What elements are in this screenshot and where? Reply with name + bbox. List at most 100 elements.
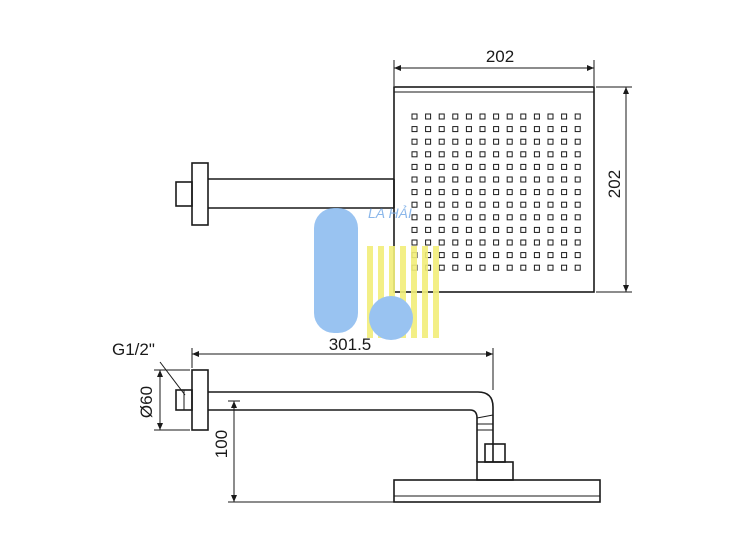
nozzle — [452, 151, 459, 158]
nozzle — [465, 264, 472, 271]
nozzle — [574, 151, 581, 158]
nozzle — [479, 214, 486, 221]
nozzle — [506, 126, 513, 133]
nozzle — [520, 226, 527, 233]
nozzle — [411, 239, 418, 246]
nozzle — [425, 151, 432, 158]
top-view: 202 202 — [175, 47, 632, 293]
nozzle — [506, 176, 513, 183]
nozzle — [425, 201, 432, 208]
nozzle — [520, 264, 527, 271]
nozzle — [479, 113, 486, 120]
nozzle — [411, 201, 418, 208]
nozzle — [561, 189, 568, 196]
watermark-logo: LA HẢI — [314, 204, 439, 340]
nozzle — [533, 138, 540, 145]
nozzle — [520, 113, 527, 120]
nozzle — [465, 163, 472, 170]
nozzle — [506, 214, 513, 221]
nozzle — [438, 126, 445, 133]
nozzle — [533, 113, 540, 120]
nozzle — [479, 226, 486, 233]
nozzle — [574, 176, 581, 183]
nozzle — [493, 226, 500, 233]
nozzle — [465, 138, 472, 145]
nozzle — [438, 163, 445, 170]
nozzle — [533, 126, 540, 133]
nozzle — [479, 126, 486, 133]
nozzle-grid — [411, 113, 581, 271]
nozzle — [547, 189, 554, 196]
nozzle — [438, 264, 445, 271]
nozzle — [533, 201, 540, 208]
nozzle — [425, 126, 432, 133]
nozzle — [520, 126, 527, 133]
watermark-text: LA HẢI — [368, 204, 412, 221]
nozzle — [561, 252, 568, 259]
nozzle — [561, 214, 568, 221]
nozzle — [411, 176, 418, 183]
nozzle — [452, 264, 459, 271]
nozzle — [561, 176, 568, 183]
nozzle — [479, 189, 486, 196]
nozzle — [506, 226, 513, 233]
nozzle — [438, 138, 445, 145]
nozzle — [411, 151, 418, 158]
arm-length-label: 301.5 — [329, 335, 372, 354]
nozzle — [411, 163, 418, 170]
nozzle — [438, 214, 445, 221]
nozzle — [452, 239, 459, 246]
nozzle — [547, 163, 554, 170]
nozzle — [574, 264, 581, 271]
nozzle — [493, 176, 500, 183]
head-width-label: 202 — [486, 47, 514, 66]
nozzle — [547, 214, 554, 221]
nozzle — [452, 163, 459, 170]
nozzle — [547, 176, 554, 183]
nozzle — [465, 113, 472, 120]
nozzle — [493, 151, 500, 158]
nozzle — [465, 252, 472, 259]
nozzle — [425, 138, 432, 145]
drop-height-label: 100 — [212, 430, 231, 458]
nozzle — [425, 163, 432, 170]
nozzle — [411, 113, 418, 120]
nozzle — [561, 138, 568, 145]
wall-flange-side — [191, 369, 209, 431]
nozzle — [465, 239, 472, 246]
nozzle — [438, 176, 445, 183]
nozzle — [425, 176, 432, 183]
nozzle — [506, 239, 513, 246]
nozzle — [547, 138, 554, 145]
nozzle — [425, 239, 432, 246]
nozzle — [561, 151, 568, 158]
nozzle — [533, 252, 540, 259]
shower-head-side — [393, 479, 601, 503]
nozzle — [520, 239, 527, 246]
nozzle — [438, 189, 445, 196]
nozzle — [411, 214, 418, 221]
nozzle — [465, 214, 472, 221]
nozzle — [520, 138, 527, 145]
nozzle — [561, 113, 568, 120]
nozzle — [452, 126, 459, 133]
nozzle — [438, 239, 445, 246]
nozzle — [411, 226, 418, 233]
nozzle — [438, 151, 445, 158]
nozzle — [547, 252, 554, 259]
nozzle — [520, 189, 527, 196]
shower-head-plate — [393, 86, 595, 293]
connector-nut-top — [175, 181, 193, 207]
nozzle — [561, 264, 568, 271]
nozzle — [493, 113, 500, 120]
nozzle — [452, 189, 459, 196]
nozzle — [520, 252, 527, 259]
nozzle — [533, 163, 540, 170]
nozzle — [438, 252, 445, 259]
nozzle — [438, 113, 445, 120]
nozzle — [574, 252, 581, 259]
nozzle — [493, 189, 500, 196]
nozzle — [574, 226, 581, 233]
nozzle — [520, 151, 527, 158]
nozzle — [465, 226, 472, 233]
